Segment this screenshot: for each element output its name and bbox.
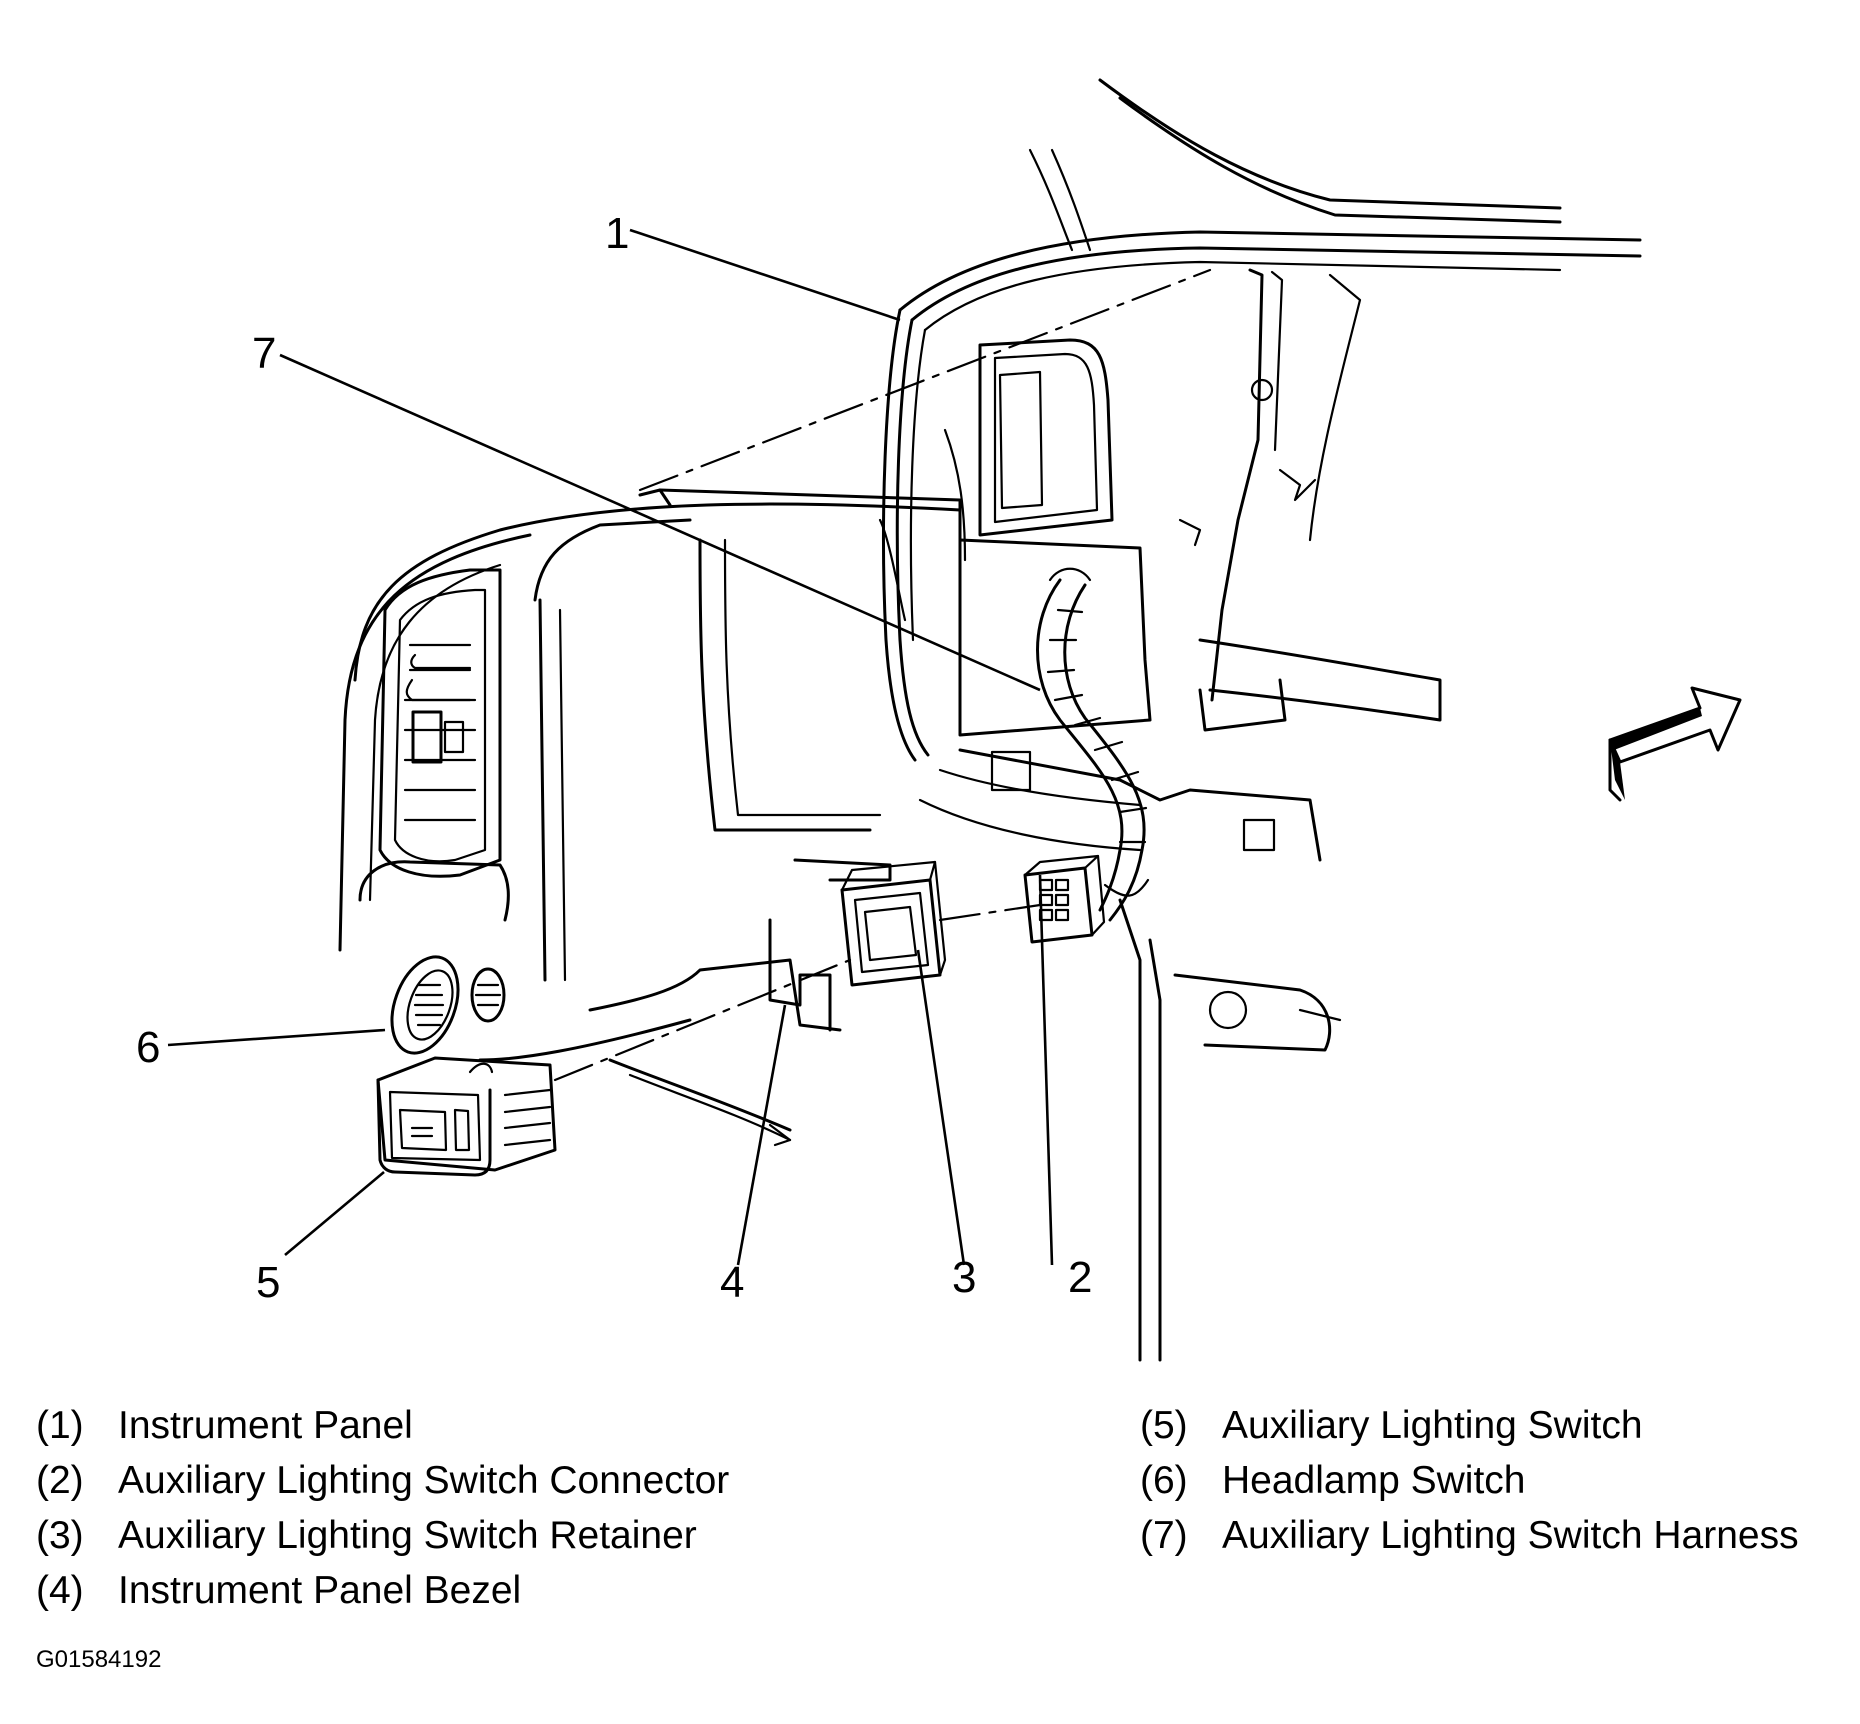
- direction-arrow-icon: [1608, 686, 1742, 802]
- legend-item: (7) Auxiliary Lighting Switch Harness: [1140, 1508, 1799, 1563]
- legend-item: (1) Instrument Panel: [36, 1398, 729, 1453]
- callout-3: 3: [952, 1253, 976, 1302]
- legend-item: (5) Auxiliary Lighting Switch: [1140, 1398, 1799, 1453]
- legend-label: Auxiliary Lighting Switch Harness: [1222, 1514, 1799, 1557]
- callout-7: 7: [252, 329, 276, 378]
- legend-item: (2) Auxiliary Lighting Switch Connector: [36, 1453, 729, 1508]
- callout-2: 2: [1068, 1253, 1092, 1302]
- auxiliary-lighting-switch-retainer: [840, 860, 947, 987]
- legend-left: (1) Instrument Panel (2) Auxiliary Lightin…: [36, 1398, 729, 1618]
- headlamp-switch: [358, 860, 510, 1055]
- exploded-view-diagram: 1 2 3 4 5 6 7: [136, 78, 1742, 1362]
- legend-number: (7): [1140, 1514, 1188, 1557]
- instrument-panel: [882, 78, 1642, 1362]
- callout-6: 6: [136, 1023, 160, 1072]
- legend-label: Headlamp Switch: [1222, 1459, 1526, 1502]
- instrument-panel-bezel: [338, 488, 962, 1147]
- legend-label: Instrument Panel Bezel: [118, 1569, 522, 1612]
- legend-label: Auxiliary Lighting Switch: [1222, 1404, 1643, 1447]
- legend-right: (5) Auxiliary Lighting Switch (6) Headlamp…: [1140, 1398, 1799, 1563]
- legend-number: (6): [1140, 1459, 1188, 1502]
- air-vent: [378, 568, 502, 878]
- legend-number: (3): [36, 1514, 84, 1557]
- figure-id: G01584192: [36, 1646, 162, 1673]
- auxiliary-lighting-switch: [376, 1056, 557, 1177]
- legend-item: (3) Auxiliary Lighting Switch Retainer: [36, 1508, 729, 1563]
- callout-4: 4: [720, 1258, 744, 1307]
- legend-label: Auxiliary Lighting Switch Retainer: [118, 1514, 697, 1557]
- callout-1: 1: [605, 209, 629, 258]
- leader-lines: [167, 228, 1212, 1266]
- legend-number: (1): [36, 1404, 84, 1447]
- auxiliary-lighting-switch-connector: [1023, 854, 1106, 944]
- legend-number: (5): [1140, 1404, 1188, 1447]
- legend-item: (6) Headlamp Switch: [1140, 1453, 1799, 1508]
- callout-5: 5: [256, 1258, 280, 1307]
- legend-label: Instrument Panel: [118, 1404, 413, 1447]
- legend-item: (4) Instrument Panel Bezel: [36, 1563, 729, 1618]
- auxiliary-lighting-switch-harness: [1036, 567, 1150, 922]
- legend-number: (4): [36, 1569, 84, 1612]
- legend-label: Auxiliary Lighting Switch Connector: [118, 1459, 730, 1502]
- legend-number: (2): [36, 1459, 84, 1502]
